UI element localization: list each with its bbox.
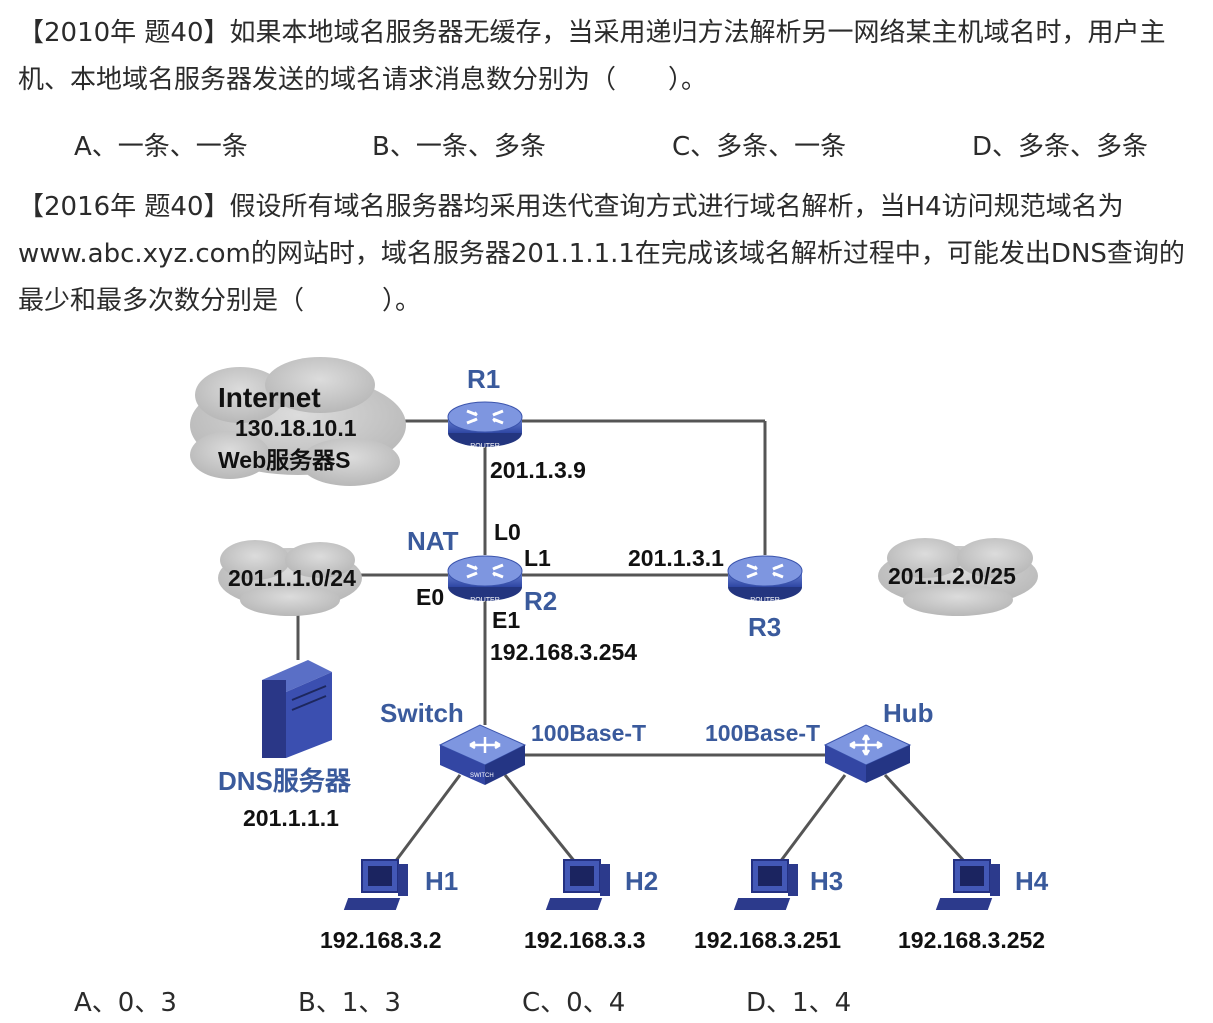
question-2-text: 【2016年 题40】假设所有域名服务器均采用迭代查询方式进行域名解析，当H4访… (18, 192, 1185, 316)
router-r1-icon (446, 400, 524, 449)
internet-cloud (190, 357, 406, 486)
router-r2-icon (446, 554, 524, 603)
question-1-text: 【2010年 题40】如果本地域名服务器无缓存，当采用递归方法解析另一网络某主机… (18, 18, 1166, 95)
network-right-cloud (878, 538, 1038, 616)
switch-icon (438, 724, 527, 785)
l0-label: L0 (494, 519, 521, 545)
q2-option-d: D、1、4 (746, 988, 852, 1018)
host-h1-name: H1 (425, 866, 458, 896)
host-h4-name: H4 (1015, 866, 1049, 896)
host-h4-icon (934, 859, 1001, 911)
l1-label: L1 (524, 545, 551, 571)
router-tag: ROUTER (750, 597, 780, 604)
host-h1-ip: 192.168.3.2 (320, 927, 442, 953)
r2-e1-ip: 192.168.3.254 (490, 639, 637, 665)
router-tag: ROUTER (470, 597, 500, 604)
e0-label: E0 (416, 584, 444, 610)
r3-ip: 201.1.3.1 (628, 545, 724, 571)
host-h2-icon (544, 859, 611, 911)
link-label-2: 100Base-T (705, 720, 820, 746)
router-r3-icon (726, 554, 804, 603)
host-h2-ip: 192.168.3.3 (524, 927, 646, 953)
router-tag: ROUTER (470, 443, 500, 450)
net-right-label: 201.1.2.0/25 (888, 563, 1016, 589)
switch-tag: SWITCH (470, 773, 494, 779)
switch-label: Switch (380, 698, 464, 728)
host-h4-ip: 192.168.3.252 (898, 927, 1045, 953)
r3-label: R3 (748, 612, 781, 642)
link-label-1: 100Base-T (531, 720, 646, 746)
q2-option-c: C、0、4 (522, 988, 626, 1018)
host-h3-name: H3 (810, 866, 843, 896)
q1-option-b: B、一条、多条 (372, 132, 546, 162)
r1-ip: 201.1.3.9 (490, 457, 586, 483)
host-h3-ip: 192.168.3.251 (694, 927, 841, 953)
q1-option-d: D、多条、多条 (972, 132, 1149, 162)
dns-server-icon (262, 660, 332, 758)
nat-label: NAT (407, 526, 459, 556)
e1-label: E1 (492, 607, 520, 633)
q1-option-c: C、多条、一条 (672, 132, 847, 162)
r2-label: R2 (524, 586, 557, 616)
internet-title: Internet (218, 382, 321, 413)
q1-option-a: A、一条、一条 (74, 132, 248, 162)
hub-icon (823, 724, 912, 783)
r1-label: R1 (467, 364, 500, 394)
internet-ip: 130.18.10.1 (235, 415, 357, 441)
host-h2-name: H2 (625, 866, 658, 896)
dns-server-ip: 201.1.1.1 (243, 805, 339, 831)
network-left-cloud (218, 540, 362, 616)
host-h1-icon (342, 859, 409, 911)
web-server-label: Web服务器S (218, 447, 350, 473)
net-left-label: 201.1.1.0/24 (228, 565, 356, 591)
q2-option-a: A、0、3 (74, 988, 177, 1018)
q2-option-b: B、1、3 (298, 988, 401, 1018)
host-h3-icon (732, 859, 799, 911)
dns-server-label: DNS服务器 (218, 766, 352, 796)
hub-label: Hub (883, 698, 934, 728)
